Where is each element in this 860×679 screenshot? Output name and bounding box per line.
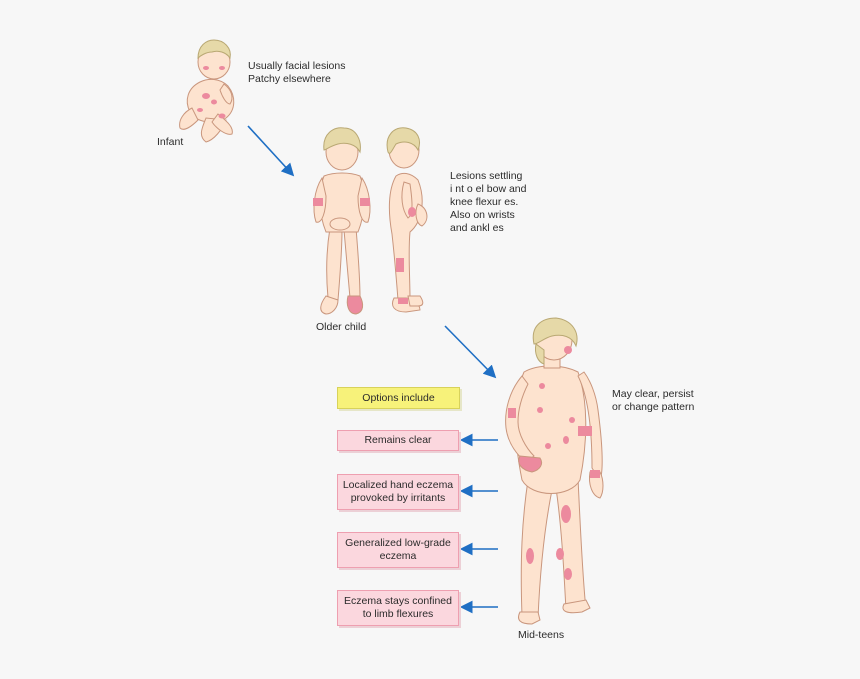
option-text: provoked by irritants: [350, 492, 446, 504]
mid-teens-notes: May clear, persist or change pattern: [612, 388, 694, 414]
infant-note: Usually facial lesions: [248, 60, 346, 72]
options-header-text: Options include: [362, 391, 435, 404]
mid-teens-note: May clear, persist: [612, 388, 694, 400]
option-box: Remains clear: [337, 430, 459, 451]
child-side-figure-icon: [386, 127, 428, 313]
options-header: Options include: [337, 387, 460, 409]
option-box: Eczema stays confined to limb flexures: [337, 590, 459, 626]
option-box: Generalized low-grade eczema: [337, 532, 459, 568]
older-child-note: i nt o el bow and: [450, 183, 527, 195]
older-child-label: Older child: [316, 321, 367, 333]
option-box: Localized hand eczema provoked by irrita…: [337, 474, 459, 510]
older-child-note: knee flexur es.: [450, 196, 519, 208]
option-text: Eczema stays confined: [344, 595, 452, 607]
option-text: eczema: [379, 550, 417, 562]
older-child-note: and ankl es: [450, 222, 504, 234]
arrow-icon: [247, 125, 295, 177]
older-child-notes: Lesions settling i nt o el bow and knee …: [450, 170, 526, 235]
option-text: Remains clear: [364, 434, 432, 446]
teen-figure-icon: [505, 317, 604, 625]
older-child-note: Lesions settling: [450, 170, 523, 182]
mid-teens-note: or change pattern: [612, 401, 695, 413]
older-child-note: Also on wrists: [450, 209, 515, 221]
arrow-icon: [444, 325, 497, 379]
infant-label: Infant: [157, 136, 184, 148]
infant-note: Patchy elsewhere: [248, 73, 331, 85]
infant-figure-icon: [179, 39, 235, 143]
child-figure-icon: [313, 127, 371, 315]
mid-teens-label: Mid-teens: [518, 629, 565, 641]
option-text: Generalized low-grade: [345, 537, 451, 549]
option-text: to limb flexures: [362, 608, 434, 620]
infant-notes: Usually facial lesions Patchy elsewhere: [248, 60, 345, 86]
option-text: Localized hand eczema: [342, 479, 454, 491]
